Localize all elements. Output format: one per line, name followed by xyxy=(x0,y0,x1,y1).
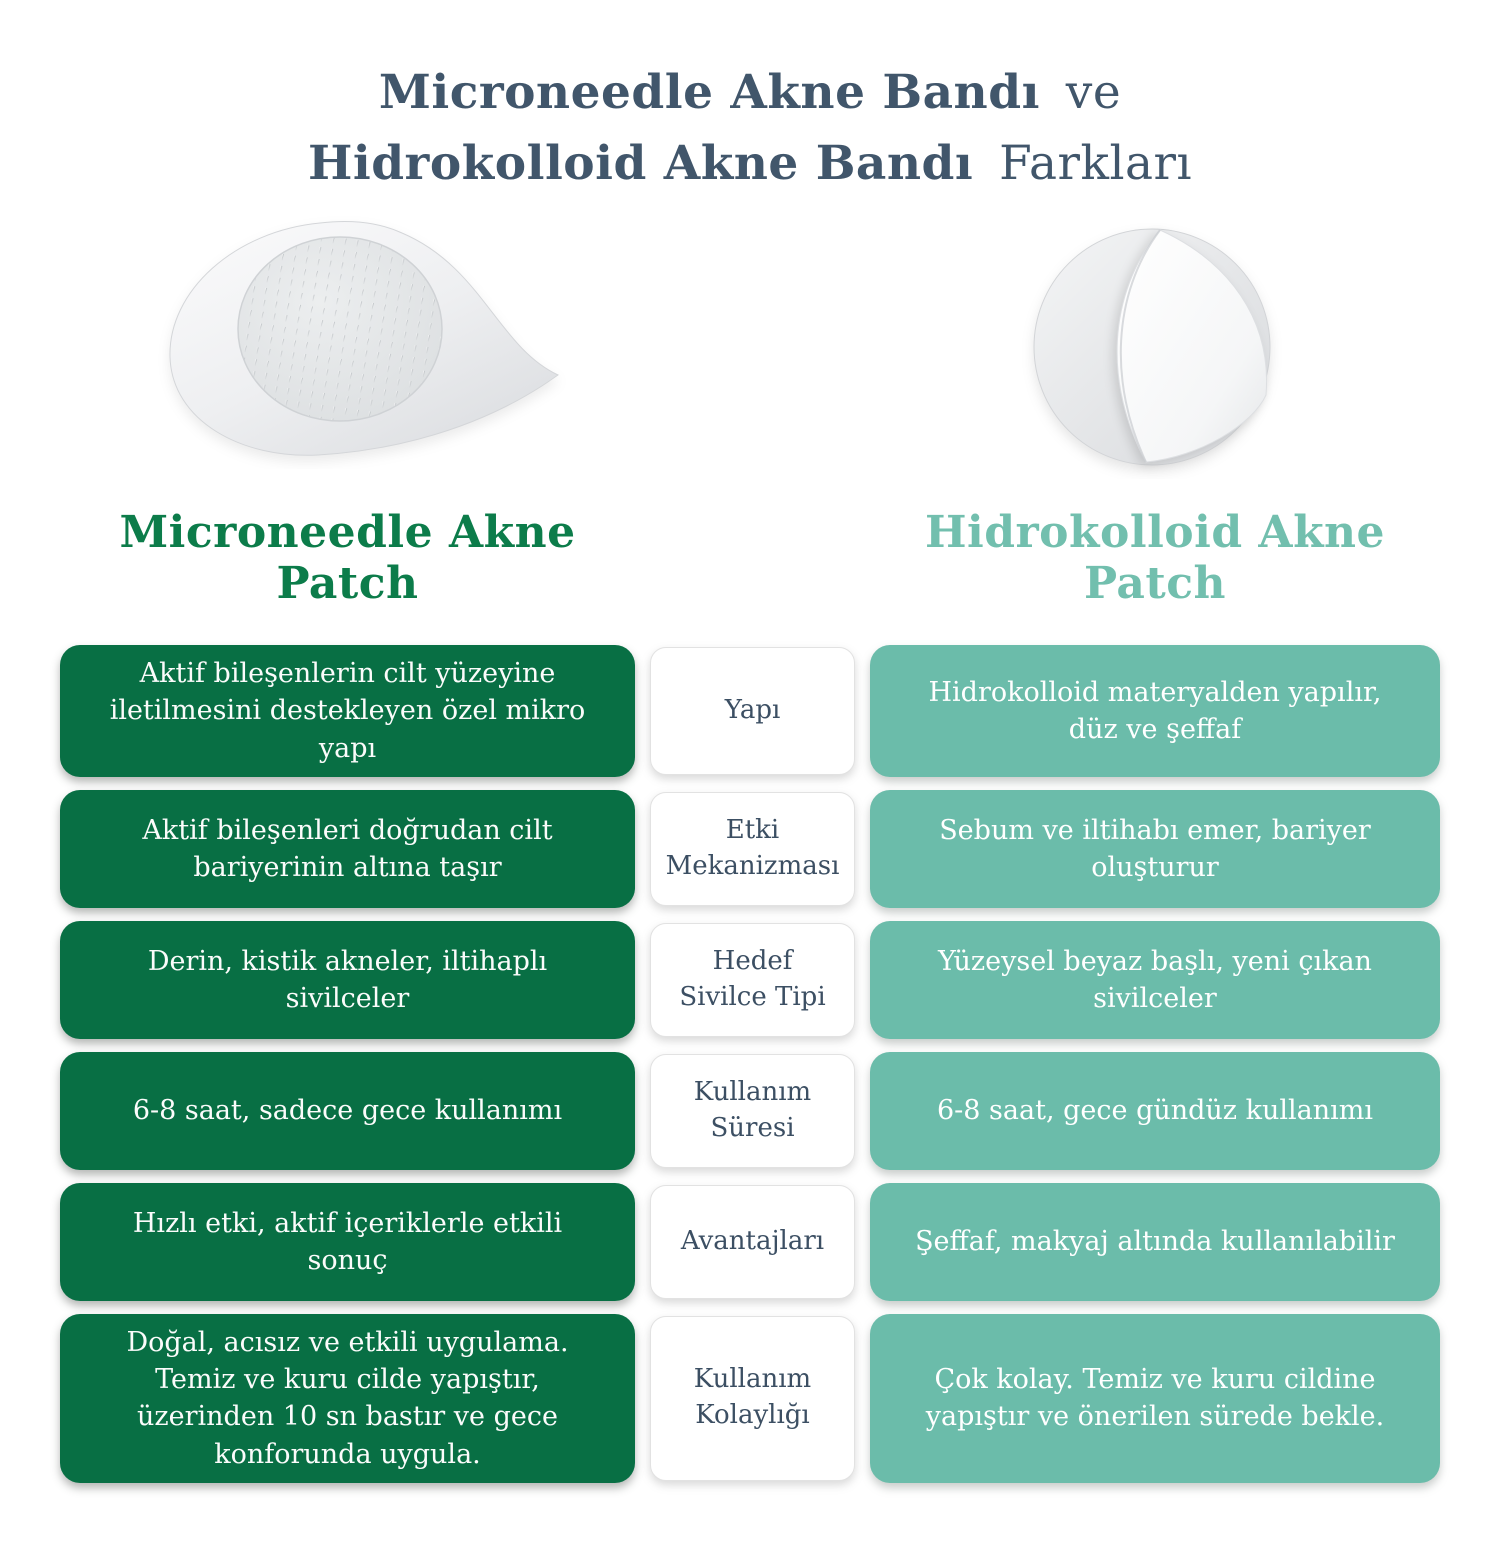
comparison-table: Aktif bileşenlerin cilt yüzeyine iletilm… xyxy=(60,645,1440,1483)
left-column-header: Microneedle Akne Patch xyxy=(119,507,576,609)
microneedle-patch-image xyxy=(169,221,559,456)
title-line1-bold: Microneedle Akne Bandı xyxy=(378,65,1040,120)
table-row-5-hydrocolloid-cell: Şeffaf, makyaj altında kullanılabilir xyxy=(870,1182,1440,1301)
table-row-2-hydrocolloid-cell: Sebum ve iltihabı emer, bariyer oluşturu… xyxy=(870,789,1440,908)
title-line2-bold: Hidrokolloid Akne Bandı xyxy=(307,135,974,191)
page-title-line2: Hidrokolloid Akne Bandı Farkları xyxy=(0,129,1500,200)
table-row-1-microneedle-cell: Aktif bileşenlerin cilt yüzeyine iletilm… xyxy=(60,645,635,777)
hydrocolloid-patch-image xyxy=(1033,228,1271,466)
table-row-3-hydrocolloid-cell: Yüzeysel beyaz başlı, yeni çıkan sivilce… xyxy=(870,920,1440,1039)
table-row-1-category-label: Yapı xyxy=(650,647,855,775)
product-images-row xyxy=(0,209,1500,489)
title-line2-regular: Farkları xyxy=(999,135,1193,191)
title-line1-regular: ve xyxy=(1065,65,1122,120)
table-row-4-hydrocolloid-cell: 6-8 saat, gece gündüz kullanımı xyxy=(870,1051,1440,1170)
header-spacer xyxy=(650,507,855,609)
table-row-6-microneedle-cell: Doğal, acısız ve etkili uygulama. Temiz … xyxy=(60,1313,635,1483)
table-row-2-category-label: Etki Mekanizması xyxy=(650,791,855,906)
table-row-5-microneedle-cell: Hızlı etki, aktif içeriklerle etkili son… xyxy=(60,1182,635,1301)
column-headers: Microneedle Akne Patch Hidrokolloid Akne… xyxy=(60,507,1440,609)
table-row-3-microneedle-cell: Derin, kistik akneler, iltihaplı sivilce… xyxy=(60,920,635,1039)
page-title-line1: Microneedle Akne Bandı ve xyxy=(0,58,1500,129)
table-row-3-category-label: Hedef Sivilce Tipi xyxy=(650,922,855,1037)
table-row-5-category-label: Avantajları xyxy=(650,1184,855,1299)
table-row-1-hydrocolloid-cell: Hidrokolloid materyalden yapılır, düz ve… xyxy=(870,645,1440,777)
table-row-2-microneedle-cell: Aktif bileşenleri doğrudan cilt bariyeri… xyxy=(60,789,635,908)
page-title: Microneedle Akne Bandı ve Hidrokolloid Ak… xyxy=(0,58,1500,199)
table-row-6-category-label: Kullanım Kolaylığı xyxy=(650,1315,855,1481)
table-row-4-microneedle-cell: 6-8 saat, sadece gece kullanımı xyxy=(60,1051,635,1170)
right-column-header: Hidrokolloid Akne Patch xyxy=(924,507,1386,609)
table-row-6-hydrocolloid-cell: Çok kolay. Temiz ve kuru cildine yapıştı… xyxy=(870,1313,1440,1483)
table-row-4-category-label: Kullanım Süresi xyxy=(650,1053,855,1168)
